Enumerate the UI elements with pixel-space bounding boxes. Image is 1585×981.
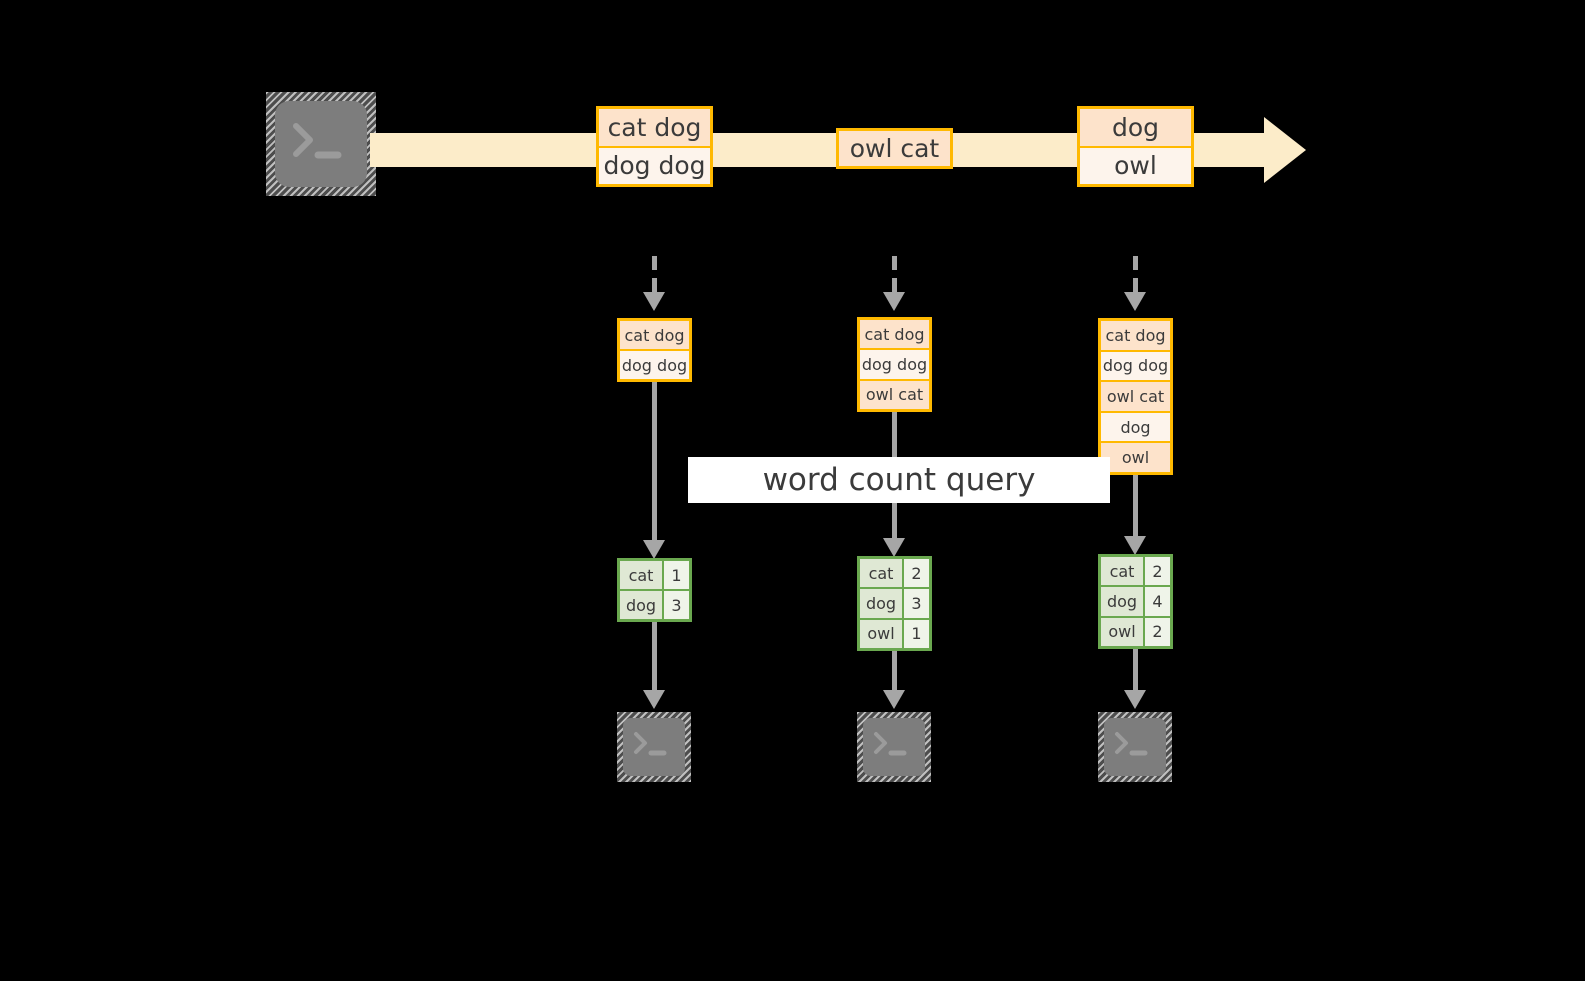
stream-record-3: dog owl [1077,106,1194,187]
snapshot-2-sink-line [892,651,897,694]
snapshot-1-sink-terminal-body [623,718,685,776]
terminal-prompt-glyph [1115,732,1148,756]
snapshot-3-input-row-3: owl cat [1101,382,1170,413]
snapshot-1-word-1: cat [620,561,664,589]
snapshot-2-input-row-1: cat dog [860,320,929,351]
snapshot-3-word-1: cat [1101,557,1145,586]
snapshot-2-word-3: owl [860,619,904,648]
terminal-prompt-glyph [293,123,342,159]
snapshot-2-tap-arrowhead [883,292,905,311]
table-row: owl 2 [1101,617,1170,646]
stream-record-3-row-2: owl [1080,147,1191,184]
snapshot-2-sink-terminal-body [863,718,925,776]
snapshot-1-query-arrowhead [643,540,665,559]
stream-record-3-row-1: dog [1080,109,1191,148]
stream-record-2: owl cat [836,128,953,169]
query-banner: word count query [688,457,1110,503]
snapshot-3-sink-terminal-body [1104,718,1166,776]
table-row: dog 3 [620,591,689,619]
snapshot-3-count-2: 4 [1145,587,1170,616]
table-row: dog 3 [860,589,929,620]
snapshot-2-sink-arrowhead [883,690,905,709]
snapshot-3-input-stack: cat dog dog dog owl cat dog owl [1098,318,1173,475]
stream-record-2-row-1: owl cat [839,131,950,166]
snapshot-3-sink-arrowhead [1124,690,1146,709]
snapshot-1-sink-arrowhead [643,690,665,709]
snapshot-2-word-1: cat [860,559,904,588]
snapshot-2-query-arrowhead [883,538,905,557]
table-row: owl 1 [860,619,929,648]
snapshot-3-input-row-4: dog [1101,412,1170,444]
stream-arrow-head [1264,117,1306,183]
snapshot-1-tap-line [652,256,657,294]
snapshot-1-word-2: dog [620,591,664,619]
table-row: cat 1 [620,561,689,591]
snapshot-3-sink-terminal-icon [1098,712,1172,782]
snapshot-1-input-row-1: cat dog [620,321,689,351]
source-terminal-body [275,101,367,187]
snapshot-1-result-table: cat 1 dog 3 [617,558,692,622]
snapshot-2-count-2: 3 [904,589,929,618]
snapshot-1-count-2: 3 [664,591,689,619]
snapshot-3-sink-line [1133,649,1138,694]
snapshot-2-tap-line [892,256,897,294]
snapshot-2-count-1: 2 [904,559,929,588]
snapshot-2-input-row-3: owl cat [860,380,929,409]
source-terminal-icon [266,92,376,196]
snapshot-3-word-2: dog [1101,587,1145,616]
snapshot-3-input-row-2: dog dog [1101,351,1170,383]
stream-record-1-row-2: dog dog [599,147,710,184]
snapshot-1-sink-line [652,622,657,694]
snapshot-1-input-row-2: dog dog [620,351,689,379]
snapshot-2-sink-terminal-icon [857,712,931,782]
snapshot-1-query-line [652,382,657,550]
snapshot-2-count-3: 1 [904,619,929,648]
table-row: dog 4 [1101,587,1170,618]
snapshot-2-word-2: dog [860,589,904,618]
snapshot-3-result-table: cat 2 dog 4 owl 2 [1098,554,1173,649]
snapshot-3-input-row-1: cat dog [1101,321,1170,352]
stream-record-1-row-1: cat dog [599,109,710,148]
snapshot-2-input-row-2: dog dog [860,350,929,381]
terminal-prompt-glyph [634,732,667,756]
snapshot-2-input-stack: cat dog dog dog owl cat [857,317,932,412]
snapshot-3-tap-line [1133,256,1138,294]
snapshot-1-tap-arrowhead [643,292,665,311]
snapshot-1-sink-terminal-icon [617,712,691,782]
snapshot-3-input-row-5: owl [1101,443,1170,472]
snapshot-1-count-1: 1 [664,561,689,589]
snapshot-1-input-stack: cat dog dog dog [617,318,692,382]
snapshot-2-result-table: cat 2 dog 3 owl 1 [857,556,932,651]
snapshot-3-query-arrowhead [1124,536,1146,555]
snapshot-3-query-line [1133,475,1138,546]
query-banner-label: word count query [762,462,1036,498]
snapshot-3-word-3: owl [1101,617,1145,646]
table-row: cat 2 [860,559,929,590]
snapshot-3-count-3: 2 [1145,617,1170,646]
terminal-prompt-glyph [874,732,907,756]
snapshot-3-tap-arrowhead [1124,292,1146,311]
stream-record-1: cat dog dog dog [596,106,713,187]
snapshot-3-count-1: 2 [1145,557,1170,586]
table-row: cat 2 [1101,557,1170,588]
